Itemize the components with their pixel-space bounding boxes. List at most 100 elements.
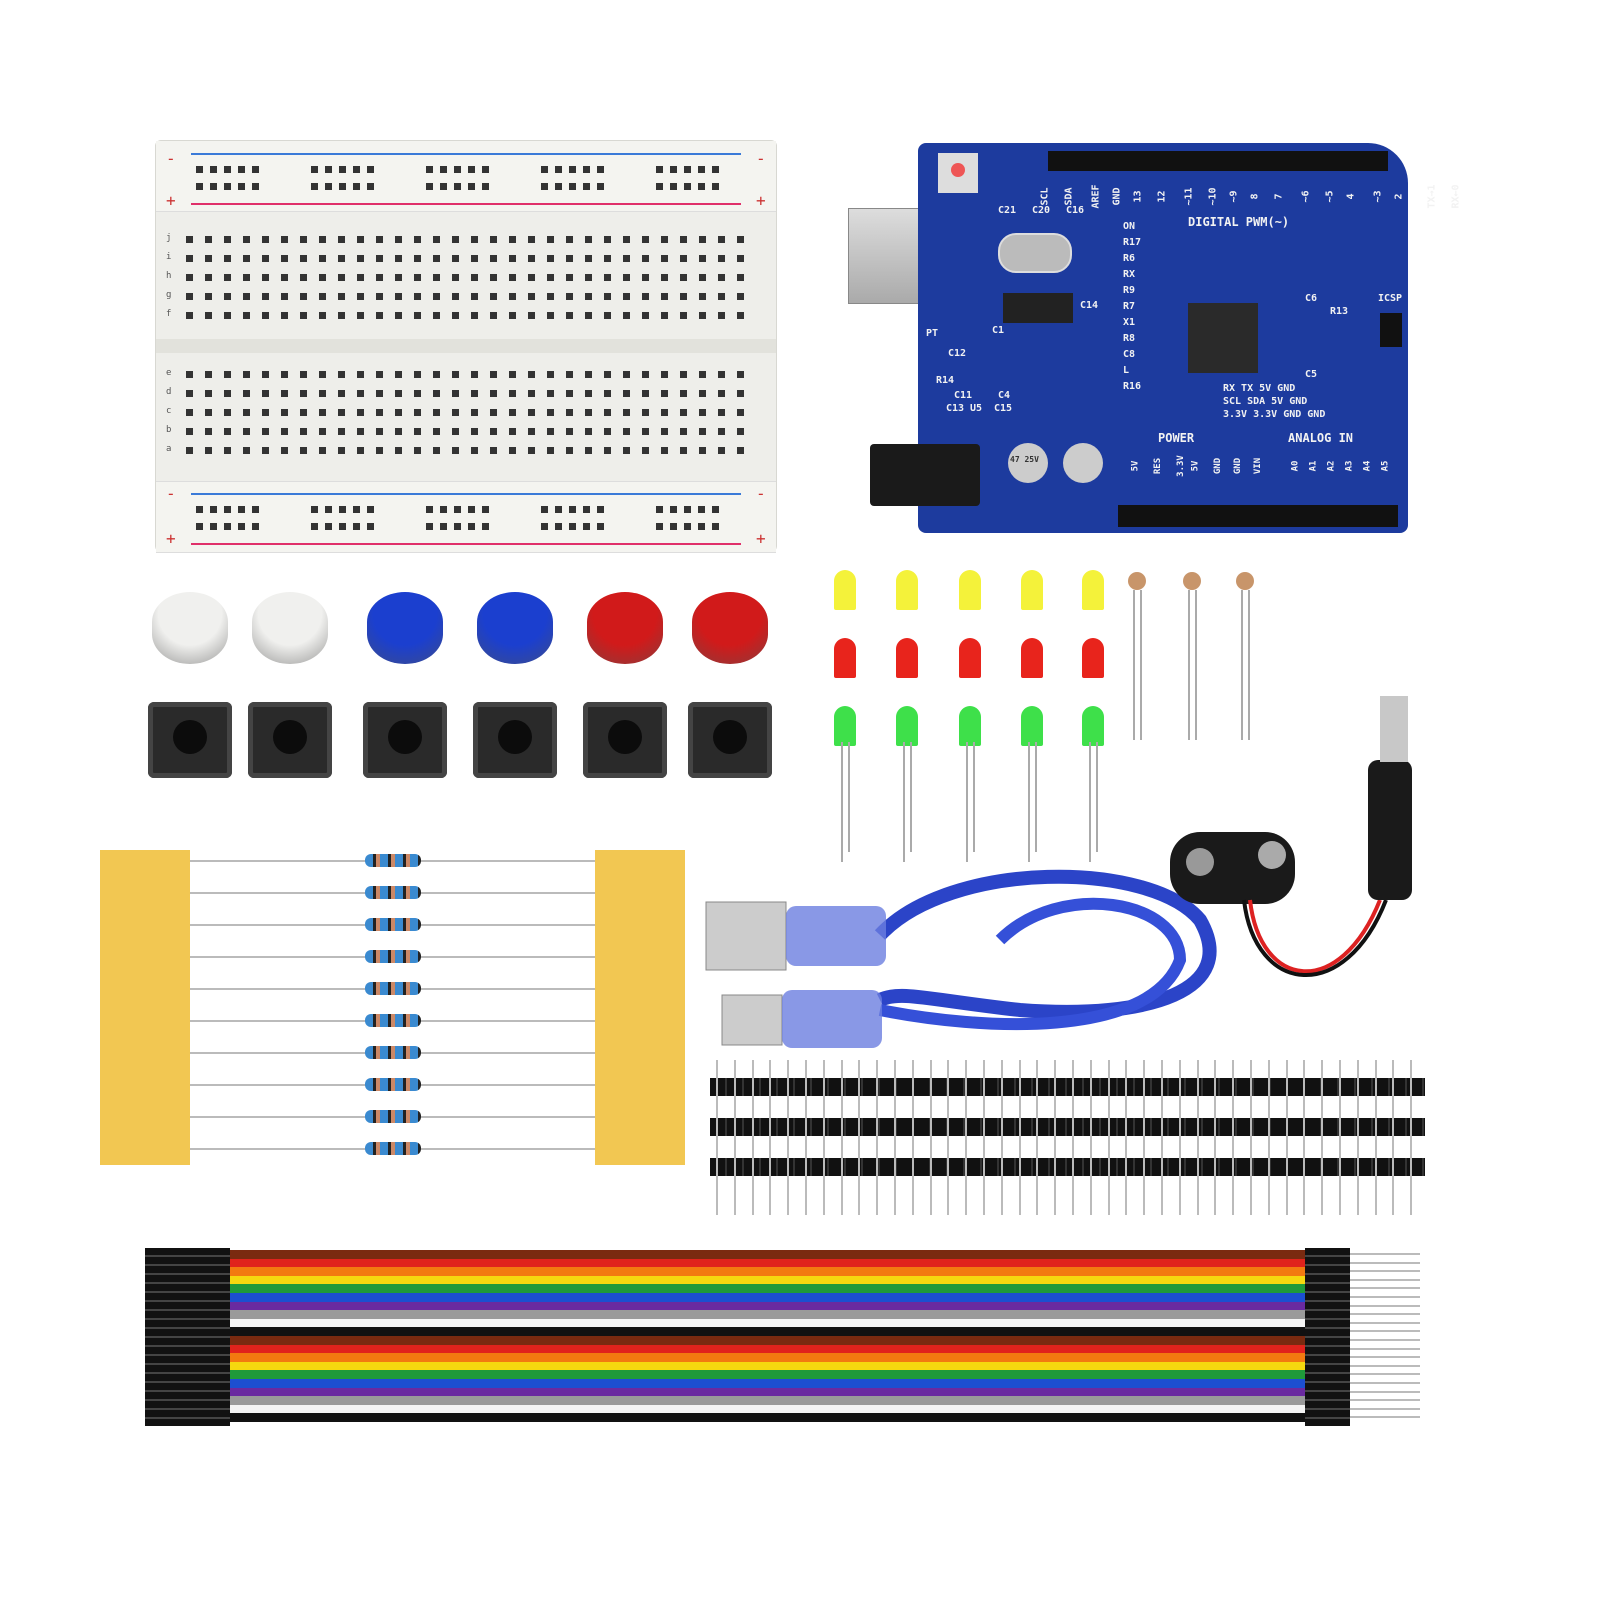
jumper-wire	[225, 1318, 1310, 1328]
rail-hole	[597, 523, 604, 530]
hole	[300, 312, 307, 319]
hole	[357, 371, 364, 378]
component-label: ICSP	[1378, 293, 1403, 304]
analog-label: ANALOG IN	[1288, 431, 1354, 445]
hole	[509, 428, 516, 435]
rail-hole	[238, 506, 245, 513]
component-label: C13	[946, 403, 965, 414]
row-letter: a	[166, 444, 172, 454]
hole	[699, 255, 706, 262]
resistor	[365, 1078, 421, 1091]
hole	[357, 255, 364, 262]
rail-hole	[555, 166, 562, 173]
component-label: C15	[994, 403, 1013, 414]
led	[896, 638, 918, 678]
hole	[547, 255, 554, 262]
hole	[509, 236, 516, 243]
hole	[528, 371, 535, 378]
hole	[338, 312, 345, 319]
hole	[433, 312, 440, 319]
rail-hole	[468, 523, 475, 530]
led	[834, 638, 856, 678]
rail-hole	[569, 523, 576, 530]
wire-pin	[1350, 1253, 1420, 1255]
rail-hole	[454, 183, 461, 190]
button-cap	[252, 592, 328, 664]
hole	[718, 255, 725, 262]
rail-hole	[468, 506, 475, 513]
header-pin	[1072, 1060, 1074, 1215]
component-label: C16	[1066, 205, 1085, 216]
hole	[490, 447, 497, 454]
hole	[281, 371, 288, 378]
component-label: R9	[1123, 285, 1136, 296]
wire-pin	[1350, 1347, 1420, 1350]
rail-hole	[325, 523, 332, 530]
rail-hole	[555, 523, 562, 530]
header-pin	[1018, 1060, 1021, 1215]
hole	[452, 255, 459, 262]
hole	[300, 293, 307, 300]
header-pin	[1250, 1060, 1252, 1215]
header-pin	[1178, 1060, 1181, 1215]
hole	[680, 409, 687, 416]
hole	[186, 447, 193, 454]
hole	[509, 390, 516, 397]
hole	[699, 312, 706, 319]
header-pin	[1089, 1060, 1092, 1215]
rail-hole	[353, 523, 360, 530]
hole	[642, 236, 649, 243]
hole	[737, 255, 744, 262]
hole	[528, 255, 535, 262]
hole	[604, 236, 611, 243]
hole	[395, 312, 402, 319]
hole	[414, 447, 421, 454]
hole	[243, 293, 250, 300]
rail-sign: -	[756, 149, 766, 168]
component-label: PT	[926, 328, 939, 339]
rail-hole	[252, 166, 259, 173]
icsp-label: RX TX 5V GND	[1223, 383, 1296, 394]
component-label: R13	[1330, 306, 1349, 317]
hole	[547, 390, 554, 397]
component-label: U5	[970, 403, 983, 414]
switch-plunger	[273, 720, 307, 754]
hole	[395, 293, 402, 300]
usb-a-plug	[705, 901, 787, 971]
jumper-wire	[225, 1275, 1310, 1285]
power-label: POWER	[1158, 431, 1195, 445]
hole	[281, 390, 288, 397]
hole	[376, 371, 383, 378]
rail-hole	[684, 166, 691, 173]
header-pin	[965, 1060, 968, 1215]
rail-hole	[583, 183, 590, 190]
hole	[281, 447, 288, 454]
hole	[224, 236, 231, 243]
rail-hole	[353, 183, 360, 190]
rail-hole	[597, 506, 604, 513]
switch-plunger	[713, 720, 747, 754]
header-pin	[1285, 1060, 1288, 1215]
hole	[623, 293, 630, 300]
hole	[566, 274, 573, 281]
rail-hole	[482, 166, 489, 173]
hole	[262, 293, 269, 300]
rail-hole	[224, 523, 231, 530]
hole	[262, 428, 269, 435]
hole	[186, 312, 193, 319]
hole	[680, 447, 687, 454]
hole	[718, 236, 725, 243]
led	[1021, 570, 1043, 610]
hole	[205, 293, 212, 300]
hole	[566, 428, 573, 435]
switch-plunger	[388, 720, 422, 754]
jumper-wire	[225, 1250, 1310, 1259]
hole	[490, 409, 497, 416]
hole	[224, 255, 231, 262]
hole	[414, 274, 421, 281]
rail-hole	[597, 166, 604, 173]
hole	[281, 236, 288, 243]
hole	[319, 428, 326, 435]
hole	[718, 390, 725, 397]
